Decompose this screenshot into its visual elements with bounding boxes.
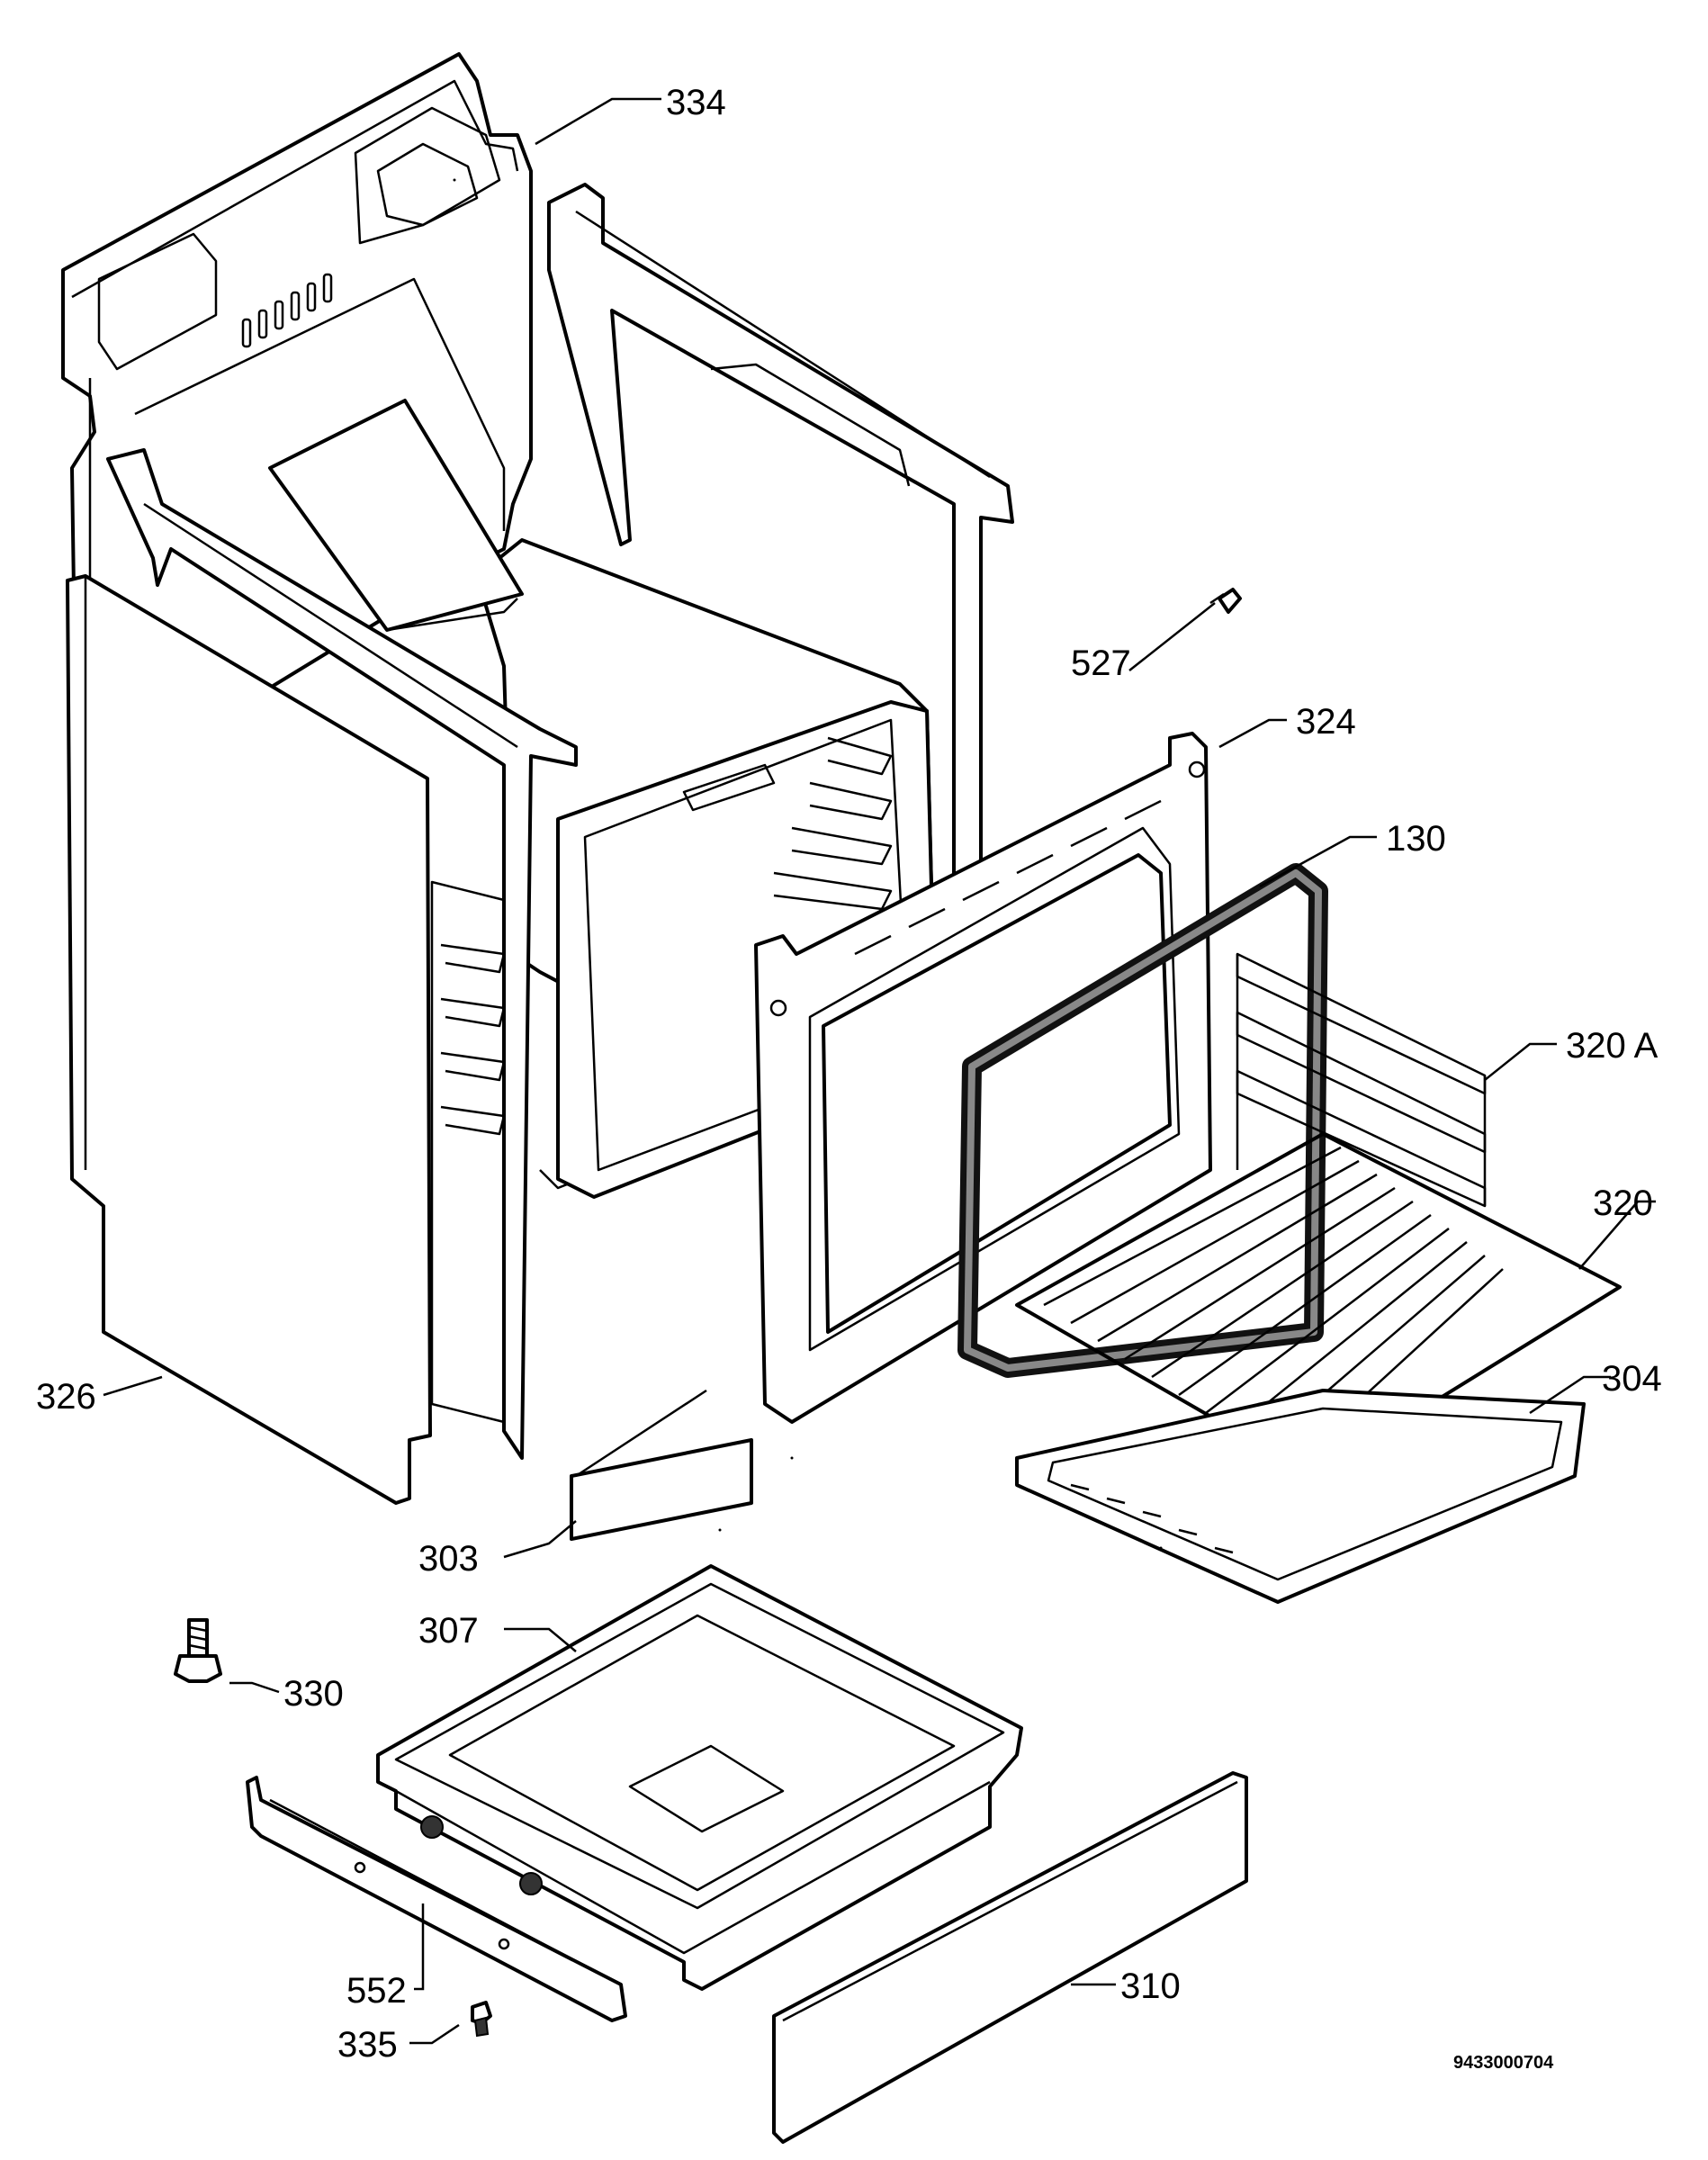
front-frame-324: [754, 732, 1212, 1424]
baking-tray-304: [1015, 1389, 1586, 1604]
screw-330: [174, 1618, 222, 1683]
screw-335: [471, 2001, 492, 2038]
callout-326: 326: [36, 1377, 96, 1417]
placement-dots: [453, 178, 1163, 1550]
callout-303: 303: [418, 1539, 479, 1579]
leader-lines: [103, 97, 1656, 2045]
back-panel-334: [61, 52, 533, 794]
drawer-runner-552: [246, 1776, 627, 2022]
callout-304: 304: [1602, 1359, 1662, 1399]
drawer-307: [376, 1564, 1023, 1991]
drawing-number: 9433000704: [1453, 2053, 1554, 2073]
callout-320: 320: [1593, 1184, 1653, 1223]
callout-310: 310: [1120, 1966, 1181, 2006]
callout-320a: 320 A: [1566, 1026, 1659, 1066]
callout-527: 527: [1071, 644, 1131, 683]
callout-307: 307: [418, 1611, 479, 1651]
screw-527: [1209, 588, 1242, 614]
frame-side-rail: [106, 448, 578, 1460]
callout-labels: 334 527 324 130 320 A 320 304 326 303 30…: [36, 83, 1662, 2073]
insulation-block: [268, 399, 524, 632]
callout-552: 552: [346, 1971, 407, 2011]
shelf-supports-320a: [1236, 952, 1487, 1208]
callout-330: 330: [283, 1674, 344, 1714]
callout-335: 335: [337, 2025, 398, 2065]
insulation-strip-303: [570, 1389, 753, 1541]
callout-130: 130: [1386, 819, 1446, 859]
plinth-panel-310: [772, 1771, 1248, 2144]
callout-324: 324: [1296, 702, 1356, 742]
side-panel-326: [66, 574, 432, 1505]
callout-334: 334: [666, 83, 726, 122]
